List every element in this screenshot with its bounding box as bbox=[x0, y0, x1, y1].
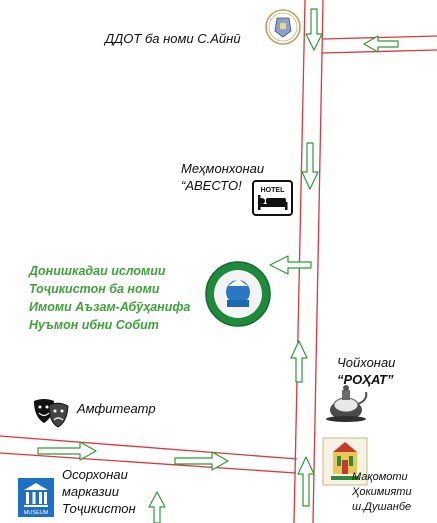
university-emblem-icon bbox=[265, 9, 301, 45]
arrow-up-icon bbox=[148, 491, 166, 523]
label-institute-line2: Тоҷикистон ба номи bbox=[29, 282, 160, 296]
road-bottom-lower-edge bbox=[0, 452, 297, 474]
label-hukumat-line2: Ҳокимияти bbox=[352, 486, 412, 498]
label-museum: Осорхонаи марказии Тоҷикистон bbox=[62, 466, 136, 517]
teapot-icon bbox=[326, 385, 368, 422]
label-teahouse-line1: Чойхонаи bbox=[337, 355, 396, 370]
road-top-lower-edge bbox=[321, 49, 437, 54]
arrow-down-icon bbox=[301, 142, 319, 190]
museum-icon: MUSEUM bbox=[18, 478, 54, 517]
label-teahouse-line2: “РОҲАТ” bbox=[337, 372, 394, 387]
arrow-down-icon bbox=[305, 8, 323, 51]
institute-emblem-icon bbox=[205, 261, 271, 327]
arrow-up-icon bbox=[297, 456, 315, 507]
label-hotel: Меҳмонхонаи “АВЕСТО! bbox=[181, 160, 264, 194]
label-amphitheatre: Амфитеатр bbox=[77, 401, 156, 416]
arrow-right-icon bbox=[174, 451, 229, 471]
label-hukumat-line1: Мақомоти bbox=[352, 471, 408, 483]
arrow-left-icon bbox=[363, 35, 399, 53]
label-teahouse: Чойхонаи “РОҲАТ” bbox=[337, 354, 395, 388]
arrow-left-icon bbox=[269, 255, 312, 275]
hotel-bed-icon: HOTEL bbox=[252, 180, 293, 216]
theatre-masks-icon bbox=[34, 399, 69, 428]
label-museum-line1: Осорхонаи bbox=[62, 467, 128, 482]
city-emblem-icon bbox=[322, 437, 368, 486]
label-ddot: ДДОТ ба номи С.Айнӣ bbox=[105, 31, 241, 46]
label-museum-line2: марказии bbox=[62, 484, 119, 499]
label-museum-line3: Тоҷикистон bbox=[62, 501, 136, 516]
label-institute-line1: Донишкадаи исломии bbox=[29, 264, 166, 278]
road-vertical-right-edge bbox=[312, 0, 324, 523]
label-hukumat-line3: ш.Душанбе bbox=[352, 501, 412, 513]
label-institute-line4: Нуъмон ибни Собит bbox=[29, 318, 159, 332]
traffic-arrows bbox=[37, 8, 399, 523]
hotel-sign: HOTEL bbox=[261, 187, 285, 194]
label-hotel-line1: Меҳмонхонаи bbox=[181, 161, 265, 176]
label-hotel-line2: “АВЕСТО! bbox=[181, 178, 242, 193]
arrow-up-icon bbox=[290, 340, 308, 383]
road-top-upper-edge bbox=[322, 35, 437, 40]
label-institute-line3: Имоми Аъзам-Абӯҳанифа bbox=[29, 300, 191, 314]
arrow-right-icon bbox=[37, 441, 97, 461]
road-bottom-upper-edge bbox=[0, 435, 298, 460]
label-hukumat: Мақомоти Ҳокимияти ш.Душанбе bbox=[352, 470, 412, 515]
label-institute: Донишкадаи исломии Тоҷикистон ба номи Им… bbox=[29, 262, 190, 334]
museum-badge: MUSEUM bbox=[24, 510, 49, 516]
